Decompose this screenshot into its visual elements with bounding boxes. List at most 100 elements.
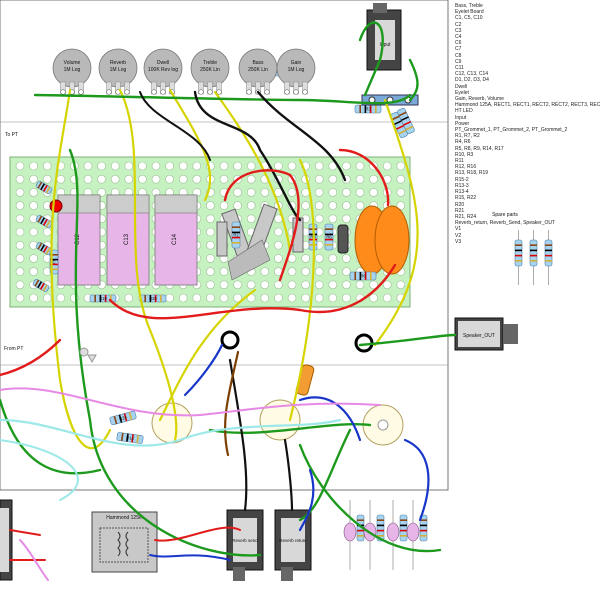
resistor-board-r3: R3 — [354, 104, 382, 114]
parts-list-item: D1, D2, D3, D4 — [455, 77, 489, 84]
eyelet — [314, 293, 324, 303]
resistor-band — [42, 245, 48, 253]
parts-list-item: R1, R7, R2 — [455, 133, 480, 140]
eyelet — [15, 254, 25, 263]
eyelet — [274, 280, 283, 290]
eyelet — [219, 293, 229, 303]
eyelet — [56, 293, 66, 303]
eyelet — [97, 174, 106, 184]
eyelet — [42, 293, 52, 303]
resistor-band — [530, 260, 537, 262]
eyelet — [219, 161, 229, 171]
reverb-return-label: Reverb return — [279, 538, 307, 543]
eyelet — [314, 267, 324, 276]
resistor-band — [420, 535, 427, 537]
eyelet — [124, 174, 134, 184]
wire-green-7 — [208, 423, 372, 435]
parts-list-item: R13, R18, R19 — [455, 170, 489, 177]
eyelet — [83, 174, 93, 184]
eyelet — [355, 280, 365, 290]
cap-body — [406, 522, 420, 542]
eyelet — [342, 214, 351, 224]
eyelet — [233, 161, 242, 171]
eyelet — [328, 214, 338, 224]
eyelet — [29, 188, 38, 197]
resistor-band — [104, 295, 107, 302]
eyelet — [192, 161, 202, 171]
pot-lug-hole — [106, 89, 112, 95]
eyelet — [42, 227, 52, 237]
eyelet — [328, 267, 338, 276]
eyelet — [369, 188, 378, 197]
eyelet — [382, 161, 392, 171]
resistor-band — [232, 242, 240, 244]
eyelet — [15, 214, 25, 224]
tube-socket-v3-center — [377, 419, 389, 431]
eyelet — [29, 161, 38, 171]
resistor-label: C — [52, 260, 55, 265]
pot-lug-hole — [78, 89, 84, 95]
filter-cap-c14-top — [154, 194, 198, 214]
resistor-body — [116, 432, 144, 444]
loose-resistor-4 — [419, 514, 428, 542]
eyelet — [369, 174, 378, 184]
resistor-band — [400, 535, 407, 537]
input-jack-label: Input — [379, 42, 391, 48]
label-c14: C14 — [172, 233, 178, 245]
resistor-band — [37, 242, 43, 250]
resistor-band — [39, 282, 45, 290]
eyelet — [15, 161, 25, 171]
resistor-band — [113, 415, 118, 425]
wire-yellow-4 — [213, 90, 292, 252]
resistor-band — [325, 238, 333, 241]
eyelet — [42, 161, 52, 171]
resistor-band — [120, 432, 124, 441]
eyelet — [287, 293, 297, 303]
eyelet — [151, 161, 161, 171]
resistor-band — [42, 218, 48, 226]
wire-pink-2 — [19, 539, 49, 581]
resistor-band — [530, 249, 537, 252]
wire-black-2 — [256, 90, 347, 182]
wire-yellow-1 — [50, 88, 112, 450]
eyelet — [328, 188, 338, 197]
eyelet — [328, 174, 338, 184]
wire-blue-2 — [298, 396, 362, 442]
wire-blue-4 — [298, 468, 315, 532]
eyelet — [314, 201, 324, 210]
resistor-board-r6b: R6 — [349, 271, 377, 281]
parts-list-item: C12, C13, C14 — [455, 71, 489, 78]
eyelet — [260, 188, 270, 197]
resistor-band — [34, 279, 40, 287]
spare-resistor-3 — [544, 239, 553, 267]
wire-black-5 — [139, 91, 211, 161]
speaker-jack-sleeve — [503, 324, 518, 344]
pot-name-label: Treble — [203, 60, 217, 66]
parts-list-item: R21, R24 — [455, 213, 477, 220]
pot-lug-hole — [198, 89, 204, 95]
pot-taper-label: 1M Log — [64, 67, 81, 73]
eyelet — [328, 201, 338, 210]
wire-black-1 — [193, 90, 302, 222]
eyelet — [328, 293, 338, 303]
pot-lug-hole — [293, 89, 299, 95]
eyelet — [274, 227, 283, 237]
resistor-band — [364, 105, 367, 113]
resistor-band — [545, 260, 552, 262]
parts-list-item: C11 — [455, 65, 464, 72]
eyelet — [328, 280, 338, 290]
eyelet — [138, 161, 147, 171]
resistor-board-2 — [35, 214, 53, 229]
pot-taper-label: 250K Lin — [200, 67, 220, 73]
resistor-band — [545, 254, 552, 257]
eyelet — [29, 201, 38, 210]
resistor-band — [398, 111, 407, 117]
eyelet — [110, 161, 120, 171]
